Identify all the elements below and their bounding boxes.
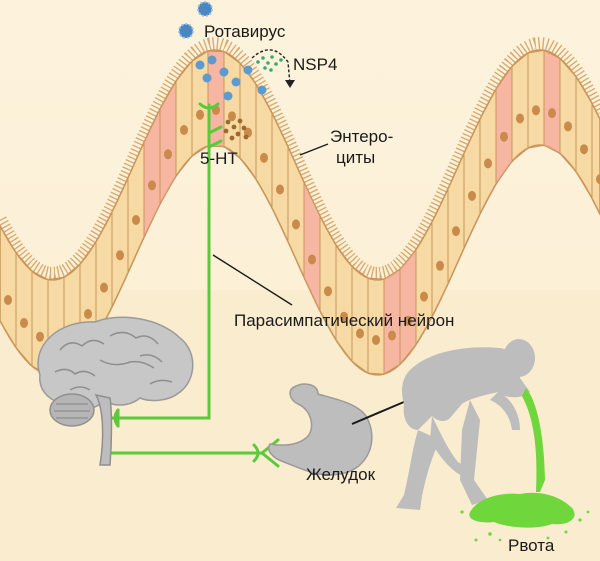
cell-nucleus [116,250,124,261]
enterocytes-label-line1: Энтеро- [330,127,393,146]
vomit-label: Рвота [508,536,555,555]
enterocytes-label-line2: циты [336,148,375,167]
cell-nucleus [580,144,588,155]
enterocyte-cell [591,103,600,216]
enterocyte-cell [143,108,161,238]
cell-nucleus [548,108,556,119]
cell-nucleus [276,184,284,195]
cell-nucleus [228,111,236,122]
nsp4-icon [251,49,295,88]
cell-nucleus [324,286,332,297]
cell-nucleus [596,174,600,185]
cell-nucleus [404,315,412,326]
cell-nucleus [388,330,396,341]
cell-nucleus [372,335,380,345]
enterocyte-cell [159,79,177,206]
serotonin-granules-icon [223,118,249,141]
serotonin-label: 5-HT [200,149,238,168]
cell-nucleus [292,219,300,230]
stomach-label: Желудок [306,465,376,484]
cell-nucleus [260,152,268,163]
neuron-leader [212,254,293,306]
intracellular-virus-icon [195,55,267,101]
cell-nucleus [148,180,156,191]
cell-nucleus [340,311,348,322]
brain-icon [37,316,194,466]
intestinal-epithelium [0,36,600,376]
enterocyte-cell [543,49,561,155]
cell-nucleus [484,158,492,169]
cell-nucleus [132,215,140,225]
person-icon [396,339,535,510]
cell-nucleus [164,149,172,160]
virus-icon [178,1,213,39]
cell-nucleus [180,125,188,135]
cell-nucleus [308,254,316,265]
rotavirus-label: Ротавирус [204,22,286,41]
enterocyte-cell [399,248,417,366]
cell-nucleus [196,109,204,120]
nsp4-label: NSP4 [293,55,337,74]
cell-nucleus [356,328,364,339]
vomit-icon [460,388,590,542]
cell-nucleus [500,131,508,142]
leader-lines [212,143,329,306]
cell-nucleus [4,295,12,305]
cell-nucleus [468,190,476,201]
stomach-icon [268,383,373,476]
neuron-label: Парасимпатический нейрон [234,311,454,330]
cell-nucleus [436,260,444,271]
cell-nucleus [452,226,460,237]
cell-nucleus [20,318,28,328]
cell-nucleus [100,282,108,293]
cell-nucleus [84,309,92,319]
cell-nucleus [36,331,44,342]
brush-border [0,36,600,281]
enterocytes-leader [299,143,329,156]
cell-nucleus [516,113,524,124]
cell-nucleus [532,105,540,116]
cell-nucleus [420,291,428,302]
cell-nucleus [564,121,572,132]
